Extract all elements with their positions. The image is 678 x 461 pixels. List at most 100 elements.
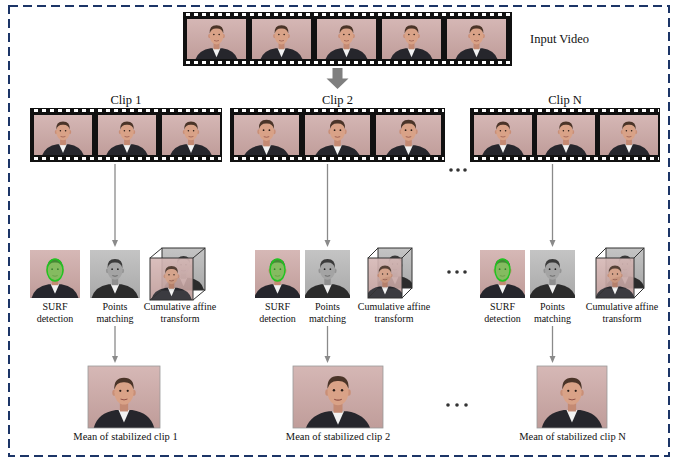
step-caption: SURF detection (480, 298, 525, 324)
drawing-part (537, 366, 607, 428)
step-caption: Cumulative affine transform (142, 298, 218, 324)
drawing-part (231, 157, 444, 162)
arrow-shaft (327, 164, 328, 240)
drawing-part (47, 259, 63, 281)
drawing-part (596, 248, 644, 298)
drawing-part (474, 113, 532, 157)
drawing-part (447, 17, 506, 61)
drawing-part (162, 113, 220, 157)
arrow-shaft (114, 326, 115, 356)
surf-image (246, 250, 310, 298)
arrow-head (550, 356, 556, 363)
arrow-shaft (327, 326, 328, 356)
drawing-part (231, 109, 444, 114)
drawing-part (382, 17, 441, 61)
flow-arrow (325, 326, 331, 363)
step-image: SURF detection (255, 250, 300, 324)
drawing-part (368, 248, 412, 298)
drawing-part (447, 270, 451, 274)
mean-frame: Mean of stabilized clip 1 (58, 366, 193, 443)
step-image: Points matching (90, 250, 140, 324)
mean-caption: Mean of stabilized clip 1 (58, 428, 193, 443)
mean-caption: Mean of stabilized clip 2 (268, 428, 408, 443)
drawing-part (185, 13, 510, 18)
clip-heading: Clip N (470, 92, 660, 108)
surf-image (471, 250, 535, 298)
drawing-part (455, 403, 459, 407)
mean-image (83, 366, 166, 428)
step-image: SURF detection (30, 250, 80, 324)
flow-arrow (112, 326, 118, 363)
cube-image (588, 248, 651, 298)
arrow-shaft (552, 326, 553, 356)
drawing-part (150, 258, 193, 300)
clip-strip: Clip 2 (230, 92, 445, 162)
drawing-part (537, 113, 595, 157)
film-strip (230, 108, 445, 162)
drawing-part (456, 168, 460, 172)
mean-frame: Mean of stabilized clip 2 (268, 366, 408, 443)
ellipsis-dots (446, 168, 468, 407)
drawing-part (252, 17, 311, 61)
matching-image (296, 250, 360, 298)
drawing-part (230, 108, 445, 162)
cube-image (358, 248, 421, 298)
film-strip (30, 108, 222, 162)
strip-label: Input Video (530, 12, 603, 47)
surf-image (23, 250, 87, 298)
step-caption: Points matching (90, 298, 140, 324)
mean-image (531, 366, 614, 428)
flow-arrow (550, 326, 556, 363)
drawing-part (495, 259, 510, 281)
drawing-part (88, 366, 160, 428)
arrow-shaft (552, 164, 553, 240)
drawing-part (463, 168, 467, 172)
step-caption: SURF detection (255, 298, 300, 324)
drawing-part (446, 403, 450, 407)
cube-image (144, 248, 212, 300)
drawing-part (23, 250, 87, 298)
mean-frame: Mean of stabilized clip N (505, 366, 640, 443)
step-image: Cumulative affine transform (582, 250, 662, 324)
drawing-part (150, 248, 205, 300)
flow-arrow (325, 164, 331, 247)
step-caption: Points matching (530, 298, 575, 324)
clip-strip: Clip 1 (30, 92, 222, 162)
drawing-part (531, 366, 614, 428)
dashed-frame (9, 6, 669, 456)
drawing-part (471, 250, 535, 298)
arrow-head (550, 240, 556, 247)
arrow-head (325, 240, 331, 247)
drawing-part (31, 157, 221, 162)
step-caption: SURF detection (30, 298, 80, 324)
mean-image (293, 363, 383, 431)
step-image: Points matching (530, 250, 575, 324)
step-caption: Cumulative affine transform (355, 298, 433, 324)
drawing-part (600, 113, 658, 157)
clip-heading: Clip 1 (30, 92, 222, 108)
drawing-part (464, 403, 468, 407)
arrow-shaft (114, 164, 115, 240)
drawing-part (270, 259, 285, 281)
drawing-part (30, 108, 222, 162)
drawing-part (358, 258, 411, 298)
drawing-part (183, 12, 512, 66)
step-image: Cumulative affine transform (355, 250, 433, 324)
matching-image (521, 250, 585, 298)
drawing-part (471, 109, 659, 114)
film-strip (183, 12, 512, 66)
clip-heading: Clip 2 (230, 92, 445, 108)
drawing-part (521, 250, 585, 298)
film-strip (470, 108, 660, 162)
drawing-part (470, 108, 660, 162)
step-image: Points matching (305, 250, 350, 324)
arrow-head (112, 356, 118, 363)
drawing-part (98, 113, 156, 157)
clip-strip: Clip N (470, 92, 660, 162)
drawing-part (296, 250, 360, 298)
drawing-part (588, 258, 641, 298)
drawing-part (34, 113, 92, 157)
arrow-head (325, 356, 331, 363)
step-image: SURF detection (480, 250, 525, 324)
